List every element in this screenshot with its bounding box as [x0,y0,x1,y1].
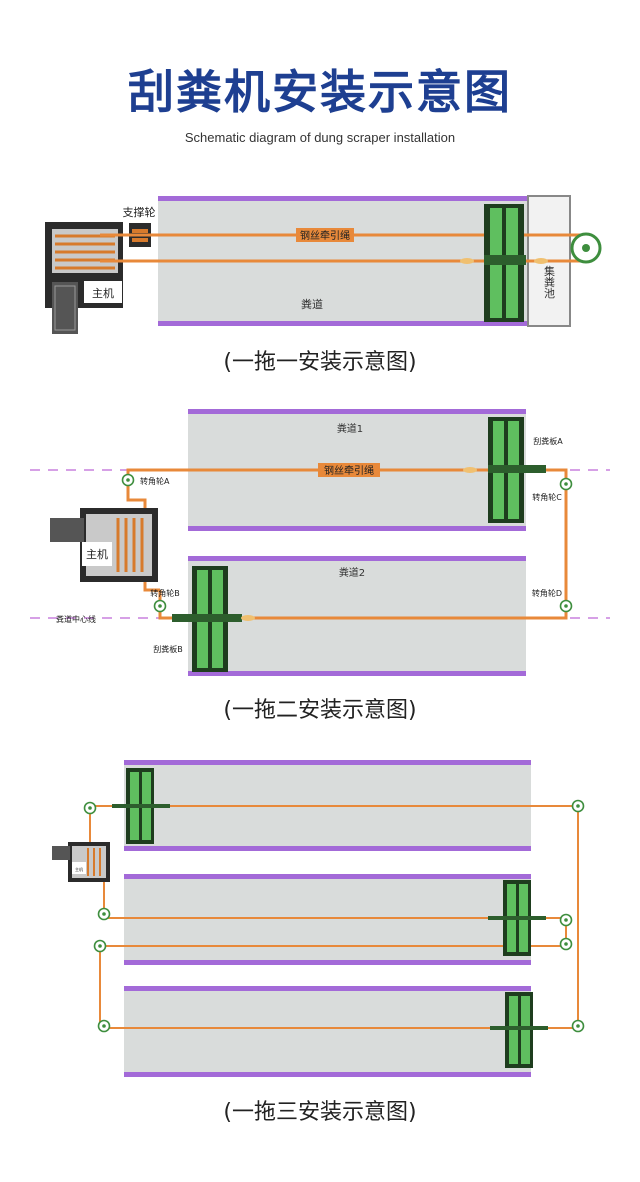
main-machine-label: 主机 [92,286,114,300]
wheel-8 [571,1019,585,1033]
wheel-1 [83,801,97,815]
rope-label-bg [296,228,354,242]
main-machine-box [82,542,112,566]
rope-loop-left [126,480,160,592]
motor [50,518,84,542]
wheel-c-label: 转角轮C [532,492,562,502]
scraper-a-label: 刮粪板A [533,436,563,446]
main-machine-label: 主机 [75,866,83,872]
main-machine-box [72,862,86,874]
motor-fins [54,285,76,331]
wheel-3 [97,907,111,921]
drum-coils [116,518,144,572]
wheel-c [559,477,573,491]
rope-label: 钢丝牵引绳 [300,229,350,242]
wheel-6 [559,937,573,951]
scraper-b [172,566,255,672]
wheel-d [559,599,573,613]
wheel-a-label: 转角轮A [140,476,170,486]
dung-pit-label: 集粪池 [543,264,556,298]
lane-bottom-floor [124,988,531,1076]
scraper-3 [490,992,548,1068]
lane-middle-floor [124,876,531,964]
caption-one-to-one: (一拖一安装示意图) [223,350,417,375]
caption-one-to-three: (一拖三安装示意图) [223,1100,417,1125]
diagram-one-to-one: 集粪池 主机 支撑轮 钢丝牵引绳 [45,195,602,334]
page-title: 刮粪机安装示意图 [128,65,512,119]
wheel-7 [97,1019,111,1033]
center-line-label: 粪道中心线 [56,614,96,624]
lane2-label: 粪道2 [339,566,365,579]
caption-one-to-two: (一拖二安装示意图) [223,698,417,723]
lane-label: 粪道 [301,297,323,311]
support-wheel-label: 支撑轮 [123,205,156,219]
wheel-5 [93,939,107,953]
motor [52,282,78,334]
page-subtitle: Schematic diagram of dung scraper instal… [184,130,456,145]
diagram-one-to-three: 主机 [52,760,585,1077]
scraper-2 [488,880,546,956]
wheel-a [121,473,135,487]
wheel-b-label: 转角轮B [150,588,180,598]
diagram-one-to-two: 粪道1 粪道2 钢丝牵引绳 主机 转角轮A 转角轮C 转角轮B 转角轮D [30,409,610,676]
wheel-d-label: 转角轮D [532,588,562,598]
wheel-4 [559,913,573,927]
scraper [460,204,548,322]
scraper-a [463,417,546,523]
rope-label: 钢丝牵引绳 [324,464,374,477]
main-machine-box [84,281,122,303]
motor [52,846,70,860]
lane-edge-top [158,196,528,201]
scraper-1 [112,768,170,844]
rope-loop-top [126,468,568,620]
main-machine-label: 主机 [86,547,108,561]
wheel-b [153,599,167,613]
wheel-2 [571,799,585,813]
lane1-label: 粪道1 [337,422,363,435]
lane-edge-bottom [158,321,528,326]
rope-label-bg [318,463,380,477]
scraper-b-label: 刮粪板B [153,644,183,654]
